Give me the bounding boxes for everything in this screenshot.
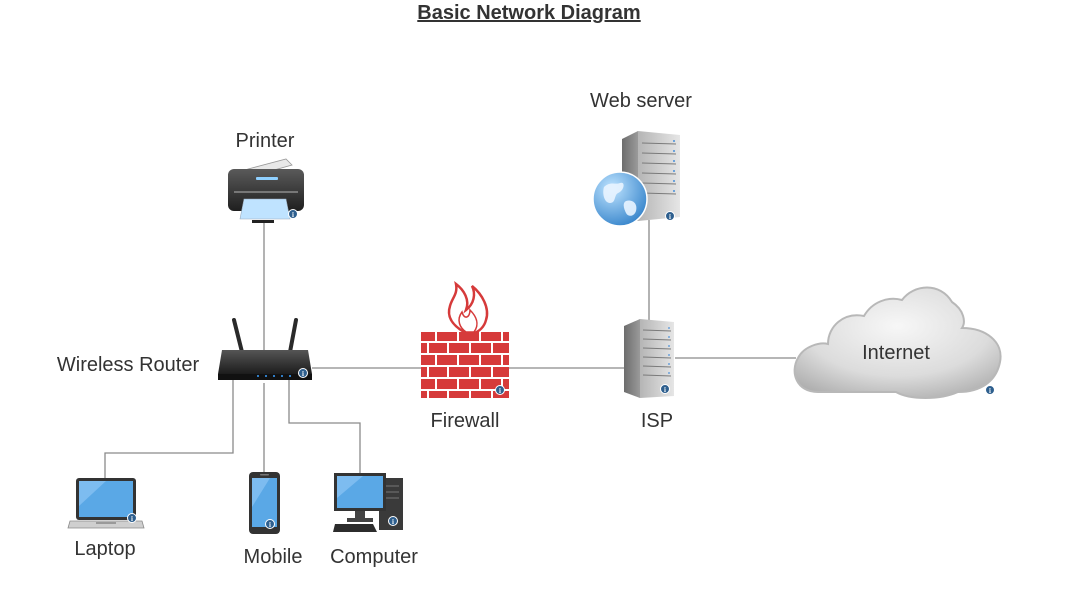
- svg-text:i: i: [499, 387, 501, 395]
- printer-icon: i: [228, 158, 304, 223]
- mobile-node[interactable]: i: [248, 471, 282, 537]
- web-server-icon: i: [592, 131, 680, 227]
- internet-label: Internet: [862, 342, 930, 364]
- firewall-label: Firewall: [430, 410, 500, 432]
- printer-label: Printer: [235, 130, 295, 152]
- info-icon[interactable]: [127, 513, 137, 523]
- info-icon[interactable]: [495, 385, 505, 395]
- svg-text:i: i: [131, 515, 133, 523]
- svg-text:i: i: [292, 211, 294, 219]
- mobile-label: Mobile: [243, 546, 303, 568]
- web-server-node[interactable]: i: [592, 129, 684, 227]
- info-icon[interactable]: [265, 519, 275, 529]
- desktop-computer-icon: i: [333, 473, 403, 532]
- info-icon[interactable]: [298, 368, 308, 378]
- firewall-icon: i: [421, 281, 509, 398]
- web-server-label: Web server: [590, 90, 692, 112]
- connection-router-computer: [288, 380, 361, 474]
- svg-text:i: i: [989, 387, 991, 395]
- isp-label: ISP: [640, 410, 674, 432]
- wireless-router-label: Wireless Router: [56, 354, 200, 376]
- svg-text:i: i: [669, 213, 671, 221]
- info-icon[interactable]: [985, 385, 995, 395]
- connection-router-laptop: [104, 380, 234, 478]
- laptop-icon: i: [67, 478, 145, 529]
- diagram-title: Basic Network Diagram: [417, 2, 641, 24]
- svg-text:i: i: [269, 521, 271, 529]
- printer-node[interactable]: i: [226, 157, 306, 225]
- computer-node[interactable]: i: [333, 472, 407, 534]
- firewall-node[interactable]: i: [420, 274, 512, 400]
- cloud-icon: i: [793, 286, 1002, 399]
- internet-node[interactable]: i: [790, 282, 1006, 406]
- svg-text:i: i: [302, 370, 304, 378]
- svg-text:i: i: [664, 386, 666, 394]
- laptop-label: Laptop: [74, 538, 136, 560]
- isp-node[interactable]: i: [622, 318, 678, 400]
- mobile-phone-icon: i: [249, 472, 280, 534]
- info-icon[interactable]: [288, 209, 298, 219]
- info-icon[interactable]: [665, 211, 675, 221]
- info-icon[interactable]: [388, 516, 398, 526]
- wireless-router-icon: i: [218, 318, 312, 380]
- server-icon: i: [624, 319, 674, 398]
- info-icon[interactable]: [660, 384, 670, 394]
- computer-label: Computer: [330, 546, 418, 568]
- laptop-node[interactable]: i: [66, 476, 146, 532]
- wireless-router-node[interactable]: i: [216, 318, 314, 384]
- svg-text:i: i: [392, 518, 394, 526]
